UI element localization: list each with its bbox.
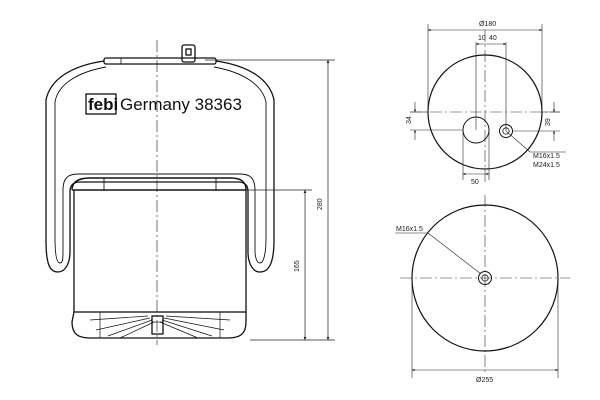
piston-base (71, 311, 247, 339)
brand-label: febi Germany 38363 (85, 93, 242, 115)
dim-bottom: 50 (471, 179, 479, 186)
dim-offset-a: 10 (478, 35, 486, 42)
piston-rim (71, 177, 247, 191)
base-thread-label: M16x1.5 (396, 226, 423, 233)
febi-logo-text: febi (88, 95, 118, 114)
dim-left: 34 (406, 116, 413, 124)
dim-base-diameter: Ø255 (476, 377, 493, 384)
brand-text: Germany 38363 (120, 95, 242, 114)
top-connector (181, 44, 196, 63)
bottom-dimensions (395, 232, 559, 378)
thread-label-2: M24x1.5 (533, 162, 560, 169)
dim-top-diameter: Ø180 (479, 21, 496, 28)
base-bolt-outline (478, 271, 492, 285)
piston-body (73, 189, 247, 313)
base-thread-icon (481, 274, 489, 282)
dim-right: 39 (545, 118, 552, 126)
bellows-outer (45, 60, 275, 273)
dim-overall-height: 280 (317, 198, 324, 210)
connector-hole (185, 48, 192, 56)
piston-ribs (89, 312, 231, 339)
dim-piston-height: 165 (294, 260, 301, 272)
bottom-view (400, 195, 570, 375)
bottom-bolt (151, 315, 164, 335)
bellows-inner (54, 66, 267, 264)
side-view (45, 40, 275, 345)
dim-offset-b: 40 (489, 35, 497, 42)
side-dimensions (205, 59, 335, 341)
thread-label-1: M16x1.5 (533, 153, 560, 160)
top-dimensions (410, 24, 566, 180)
febi-logo-icon (85, 93, 117, 115)
